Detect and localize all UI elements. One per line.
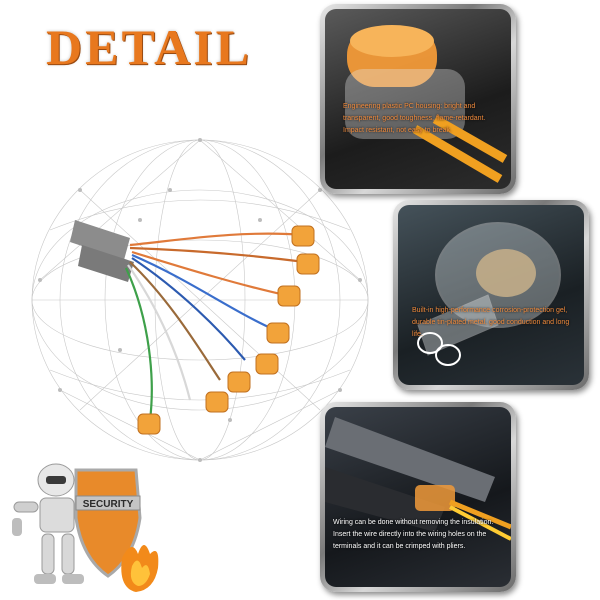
- panel-photo: Built-in high-performance corrosion-prot…: [398, 205, 584, 385]
- detail-title: DETAIL: [46, 19, 253, 75]
- security-robot-illustration: SECURITY: [12, 463, 159, 592]
- cable-globe-illustration: [31, 138, 369, 462]
- connectors: [137, 225, 320, 435]
- panel-caption: Built-in high-performance corrosion-prot…: [412, 307, 570, 338]
- cable-jackets: [70, 220, 134, 282]
- fire-icon: [121, 545, 159, 592]
- detail-panel-gel: Built-in high-performance corrosion-prot…: [393, 200, 589, 390]
- detail-panel-housing: Engineering plastic PC housing: bright a…: [320, 4, 516, 194]
- panel-caption: Wiring can be done without removing the …: [333, 519, 494, 550]
- security-badge-label: SECURITY: [83, 499, 134, 510]
- connector-transparent-icon: [417, 222, 561, 366]
- panel-caption: Engineering plastic PC housing: bright a…: [343, 103, 486, 134]
- wires: [125, 232, 306, 421]
- security-shield-icon: SECURITY: [74, 468, 142, 578]
- connector-closeup-icon: [345, 25, 508, 183]
- detail-panel-crimping: Wiring can be done without removing the …: [320, 402, 516, 592]
- network-globe: [31, 139, 369, 461]
- panel-photo: Engineering plastic PC housing: bright a…: [325, 9, 511, 189]
- robot-icon: [12, 463, 84, 584]
- panel-photo: Wiring can be done without removing the …: [325, 407, 511, 587]
- crimping-pliers-icon: [325, 417, 511, 541]
